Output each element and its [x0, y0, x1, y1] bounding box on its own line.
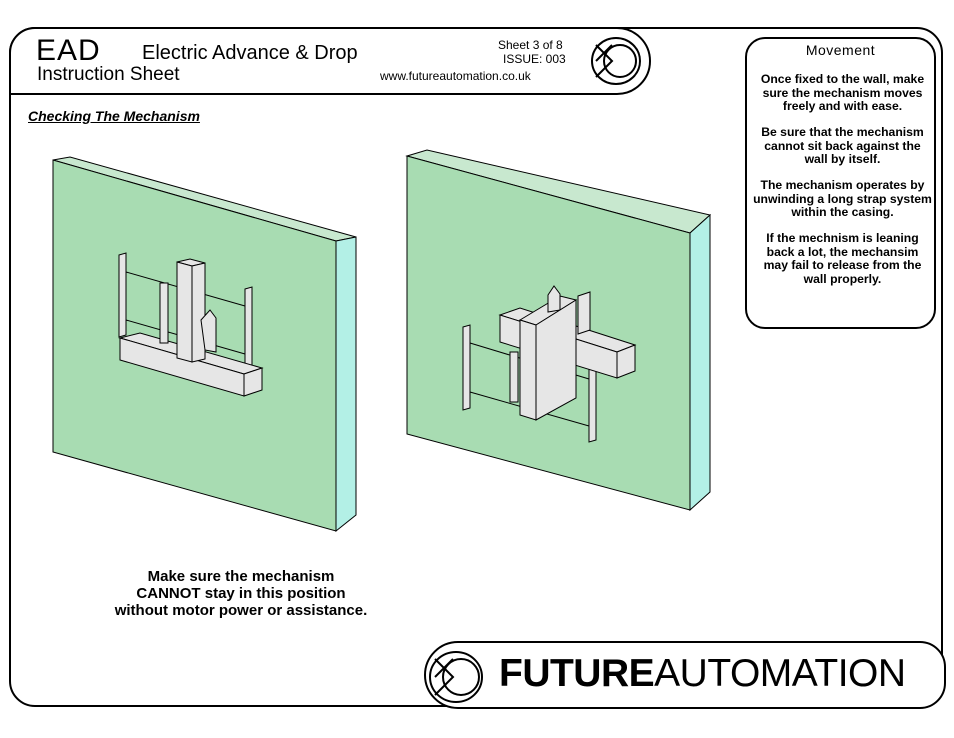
warning-caption: Make sure the mechanism CANNOT stay in t… [96, 568, 386, 619]
website-url: www.futureautomation.co.uk [380, 69, 531, 83]
caption-line: CANNOT stay in this position [136, 585, 346, 602]
sheet-number: Sheet 3 of 8 [498, 38, 563, 52]
header-box [9, 27, 651, 95]
notes-title: Movement [805, 42, 876, 58]
company-mark-icon [429, 651, 483, 703]
product-logo: EAD [36, 34, 101, 67]
brand-bold: FUTURE [499, 652, 655, 695]
note-paragraph: Once fixed to the wall, make sure the me… [760, 72, 925, 113]
movement-notes: Movement Once fixed to the wall, make su… [745, 37, 936, 329]
note-paragraph: Be sure that the mechanism cannot sit ba… [761, 125, 924, 166]
footer-brand: FUTUREAUTOMATION [499, 652, 906, 696]
issue-number: ISSUE: 003 [503, 52, 566, 66]
brand-light: AUTOMATION [654, 652, 906, 695]
document-type: Instruction Sheet [37, 64, 180, 85]
footer-box [424, 641, 946, 709]
product-subtitle: Electric Advance & Drop [142, 42, 358, 64]
caption-line: without motor power or assistance. [114, 602, 368, 619]
note-paragraph: The mechanism operates by unwinding a lo… [753, 178, 932, 219]
left-mechanism-illustration [118, 252, 264, 397]
section-heading: Checking The Mechanism [28, 108, 200, 124]
note-paragraph: If the mechnism is leaning back a lot, t… [763, 231, 922, 286]
caption-line: Make sure the mechanism [147, 568, 335, 585]
company-mark-icon [591, 37, 641, 85]
right-mechanism-illustration [462, 285, 637, 443]
